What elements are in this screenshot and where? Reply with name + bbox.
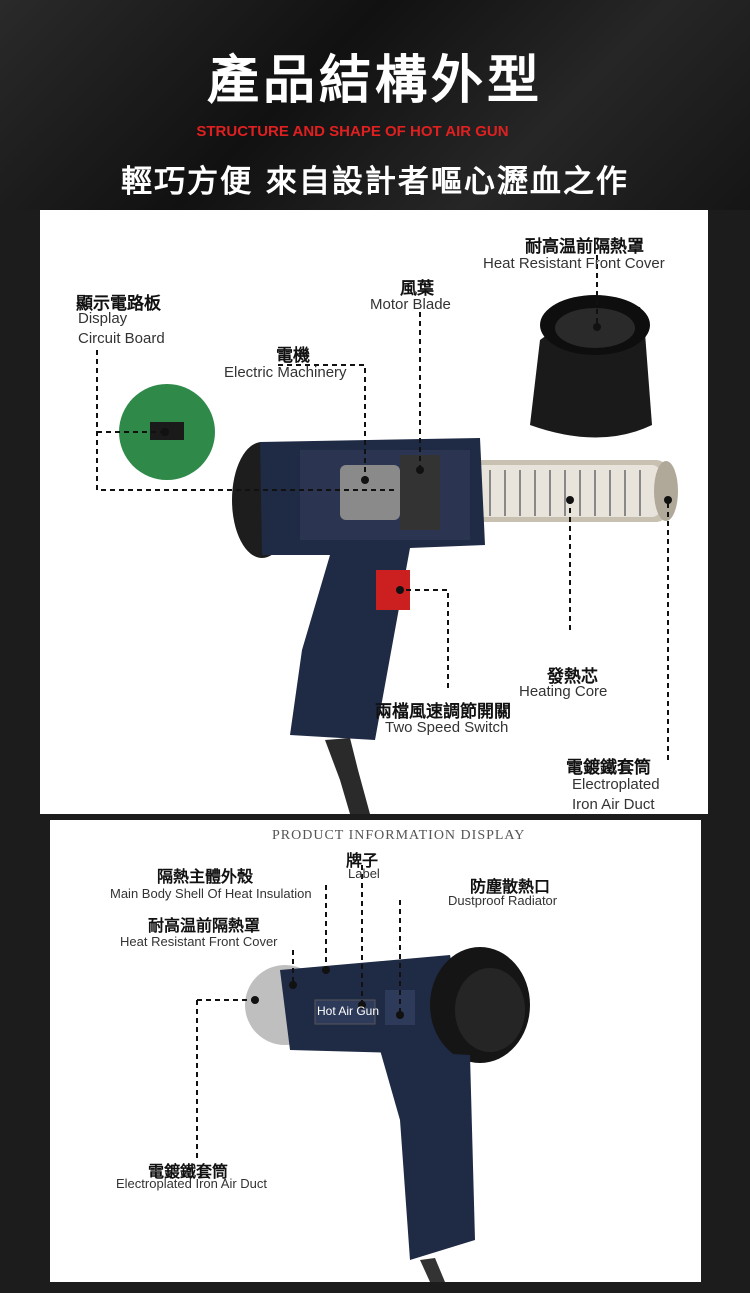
label-callout-en: Label [348, 866, 380, 881]
air-duct-label-en1: Electroplated [572, 776, 660, 793]
switch-label-zh: 兩檔風速調節開關 [375, 702, 511, 722]
switch-label-en: Two Speed Switch [385, 719, 509, 736]
front-cover-callout-en: Heat Resistant Front Cover [120, 934, 278, 949]
front-cover-callout-zh: 耐高温前隔熱罩 [148, 916, 261, 935]
gun-body-part [232, 438, 485, 814]
front-cover-label-zh: 耐高温前隔熱罩 [525, 237, 644, 257]
shell-callout-en: Main Body Shell Of Heat Insulation [110, 886, 312, 901]
disassembled-gun-illustration [96, 255, 678, 814]
heating-core-part [440, 460, 678, 522]
front-cover-part [530, 295, 652, 438]
air-duct-callout-zh: 電鍍鐵套筒 [148, 1162, 229, 1181]
air-duct-label-zh: 電鍍鐵套筒 [566, 758, 651, 778]
slogan: 輕巧方便 來自設計者嘔心瀝血之作 [121, 164, 629, 200]
motor-label-zh: 電機 [276, 346, 310, 366]
page-title: 產品結構外型 [206, 51, 543, 111]
english-subtitle: STRUCTURE AND SHAPE OF HOT AIR GUN [196, 123, 509, 140]
air-duct-callout-en: Electroplated Iron Air Duct [116, 1176, 268, 1191]
header-banner: 產品結構外型 STRUCTURE AND SHAPE OF HOT AIR GU… [0, 0, 750, 210]
air-duct-label-en2: Iron Air Duct [572, 796, 655, 813]
display-board-label-en2: Circuit Board [78, 330, 165, 347]
callout-lines [96, 255, 669, 760]
info-callout-lines [196, 865, 401, 1160]
info-callout-dots [251, 966, 404, 1019]
structure-panel: 耐高温前隔熱罩 Heat Resistant Front Cover 風葉 Mo… [40, 210, 708, 814]
product-info-panel: Hot Air Gun PRODUCT INFORMATION DISPLAY … [50, 820, 701, 1282]
callout-dots [161, 323, 672, 594]
assembled-gun-illustration [196, 865, 530, 1282]
display-board-label-zh: 顯示電路板 [76, 294, 161, 314]
radiator-callout-zh: 防塵散熱口 [470, 877, 551, 896]
product-info-heading: PRODUCT INFORMATION DISPLAY [272, 828, 526, 843]
brand-plate-text: Hot Air Gun [317, 1004, 380, 1018]
motor-blade-label-zh: 風葉 [400, 279, 434, 299]
display-board-label-en1: Display [78, 310, 128, 327]
front-cover-label-en: Heat Resistant Front Cover [483, 255, 665, 272]
motor-label-en: Electric Machinery [224, 364, 347, 381]
heating-core-label-zh: 發熱芯 [547, 667, 598, 687]
shell-callout-zh: 隔熱主體外殼 [157, 867, 254, 886]
radiator-callout-en: Dustproof Radiator [448, 893, 558, 908]
motor-blade-label-en: Motor Blade [370, 296, 451, 313]
heating-core-label-en: Heating Core [519, 683, 608, 700]
label-callout-zh: 牌子 [346, 851, 379, 870]
assembled-gun [245, 947, 530, 1282]
